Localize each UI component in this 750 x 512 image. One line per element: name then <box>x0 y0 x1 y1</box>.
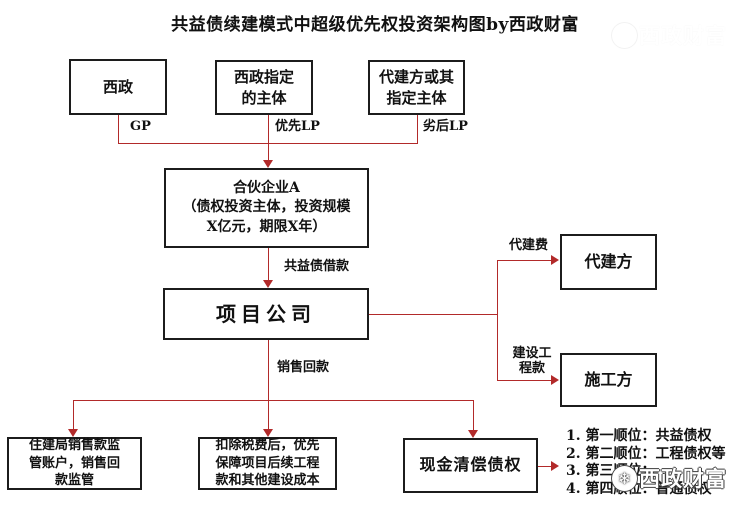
connector-project-to-junction <box>369 314 497 315</box>
arrowhead-into-priority-list <box>551 461 559 471</box>
watermark-text: 西政财富 <box>639 466 727 491</box>
connector-merge-horizontal <box>118 143 418 144</box>
arrowhead-into-regulator-account <box>68 429 78 437</box>
arrowhead-into-cash-repayment <box>468 430 478 438</box>
connector-right-junction-vertical <box>497 260 498 381</box>
edge-label-common-benefit-loan: 共益债借款 <box>284 259 350 274</box>
arrowhead-into-agent-builder <box>551 255 559 265</box>
node-agent-builder: 代建方 <box>560 234 657 290</box>
node-xizheng: 西政 <box>69 59 167 115</box>
connector-construction-payment <box>497 380 552 381</box>
edge-label-sales-proceeds: 销售回款 <box>277 360 330 375</box>
diagram-title: 共益债续建模式中超级优先权投资架构图by西政财富 <box>171 15 579 35</box>
edge-label-junior-lp: 劣后LP <box>423 119 468 134</box>
watermark-bottom-right: ❄ 西政财富 <box>612 463 727 493</box>
connector-to-priority-list <box>538 466 552 467</box>
node-constructor: 施工方 <box>560 353 657 407</box>
connector-to-regulator-account <box>73 400 74 430</box>
priority-item-1: 1. 第一顺位：共益债权 <box>566 428 712 444</box>
watermark-logo-icon: ❄ <box>612 22 637 48</box>
watermark-logo-icon: ❄ <box>612 465 637 491</box>
arrowhead-into-partnership <box>263 160 273 168</box>
node-designated-entity: 西政指定 的主体 <box>215 60 313 115</box>
priority-item-4: 4. 第四顺位：普通债权 <box>566 480 712 497</box>
node-project-company: 项目公司 <box>163 288 369 340</box>
node-partnership: 合伙企业A （债权投资主体，投资规模 X亿元，期限X年） <box>164 168 369 248</box>
node-tax-deduction: 扣除税费后，优先 保障项目后续工程 款和其他建设成本 <box>198 437 337 490</box>
edge-label-gp: GP <box>130 119 151 134</box>
arrowhead-into-constructor <box>551 375 559 385</box>
edge-label-construction-payment: 建设工 程款 <box>512 346 552 376</box>
connector-sales-proceeds <box>268 340 269 400</box>
node-agent-builder-entity: 代建方或其 指定主体 <box>368 60 465 115</box>
watermark-top-right: ❄ 西政财富 <box>612 20 727 50</box>
connector-gp <box>118 115 119 143</box>
arrowhead-into-tax-deduction <box>263 429 273 437</box>
priority-list: 1. 第一顺位：共益债权 2. 第二顺位：工程债权等 3. 第三顺位： 4. 第… <box>566 428 726 498</box>
connector-to-cash-repayment <box>473 400 474 430</box>
connector-to-tax-deduction <box>268 400 269 430</box>
edge-label-agent-fee: 代建费 <box>509 238 549 253</box>
node-cash-repayment: 现金清偿债权 <box>403 438 538 493</box>
connector-agent-fee <box>497 260 552 261</box>
watermark-text: 西政财富 <box>639 23 727 48</box>
node-regulator-account: 住建局销售款监 管账户，销售回 款监管 <box>7 437 142 490</box>
priority-item-2: 2. 第二顺位：工程债权等 <box>566 445 726 462</box>
connector-senior-lp <box>268 115 269 161</box>
arrowhead-into-project-company <box>263 280 273 288</box>
connector-common-benefit-loan <box>268 248 269 281</box>
connector-junior-lp <box>417 115 418 143</box>
edge-label-senior-lp: 优先LP <box>275 119 320 134</box>
connector-bottom-horizontal <box>73 400 473 401</box>
